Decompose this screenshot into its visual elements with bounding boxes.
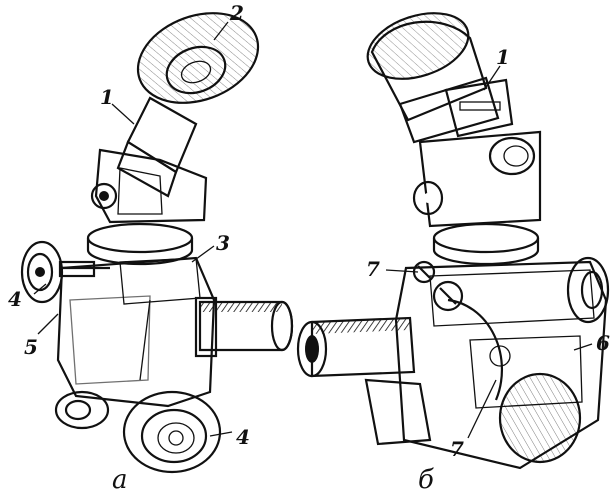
left-callout-4-lower: 4 xyxy=(236,425,250,449)
right-side-tube xyxy=(296,316,416,378)
left-leader-lines xyxy=(33,21,233,437)
left-callout-1: 1 xyxy=(100,85,114,109)
left-side-tube xyxy=(194,296,294,358)
right-prism-housing xyxy=(412,78,542,228)
left-callout-3: 3 xyxy=(216,231,230,255)
left-callout-2: 2 xyxy=(229,1,244,25)
right-leader-lines xyxy=(385,65,593,439)
right-lower-drum xyxy=(364,372,582,464)
right-callout-7-lower: 7 xyxy=(450,437,464,461)
right-caption: б xyxy=(418,465,434,495)
left-scale-ring xyxy=(86,222,194,266)
left-prism-housing xyxy=(90,148,208,224)
left-callout-4-upper: 4 xyxy=(8,287,22,311)
left-callout-5: 5 xyxy=(24,335,38,359)
right-callout-7-upper: 7 xyxy=(366,257,380,281)
right-instrument-view: 1 7 6 7 б xyxy=(296,12,610,495)
left-instrument-view: 1 2 3 4 5 4 а xyxy=(8,1,294,495)
right-scale-ring xyxy=(432,222,540,266)
right-screw-heads xyxy=(412,260,511,367)
right-callout-1: 1 xyxy=(496,45,510,69)
right-side-knob xyxy=(566,256,610,324)
right-eyecup xyxy=(366,12,500,144)
left-eyepiece-barrel xyxy=(116,96,198,198)
left-upper-knob xyxy=(20,240,110,304)
left-main-body xyxy=(56,256,216,408)
left-eyecup xyxy=(136,12,260,104)
left-caption: а xyxy=(112,465,128,495)
left-lower-assembly xyxy=(54,390,222,474)
right-callout-6: 6 xyxy=(596,331,610,355)
